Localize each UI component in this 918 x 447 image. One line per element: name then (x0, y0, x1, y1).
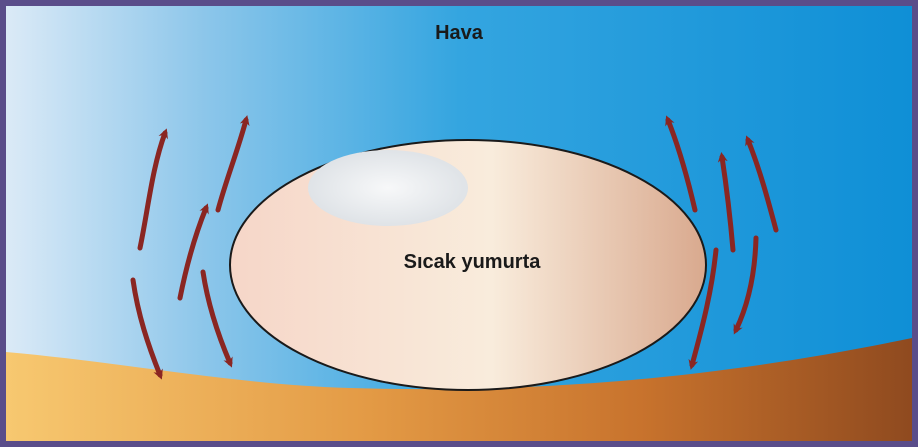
egg-label: Sıcak yumurta (376, 251, 568, 274)
air-label: Hava (0, 22, 918, 45)
egg-highlight (308, 150, 468, 226)
